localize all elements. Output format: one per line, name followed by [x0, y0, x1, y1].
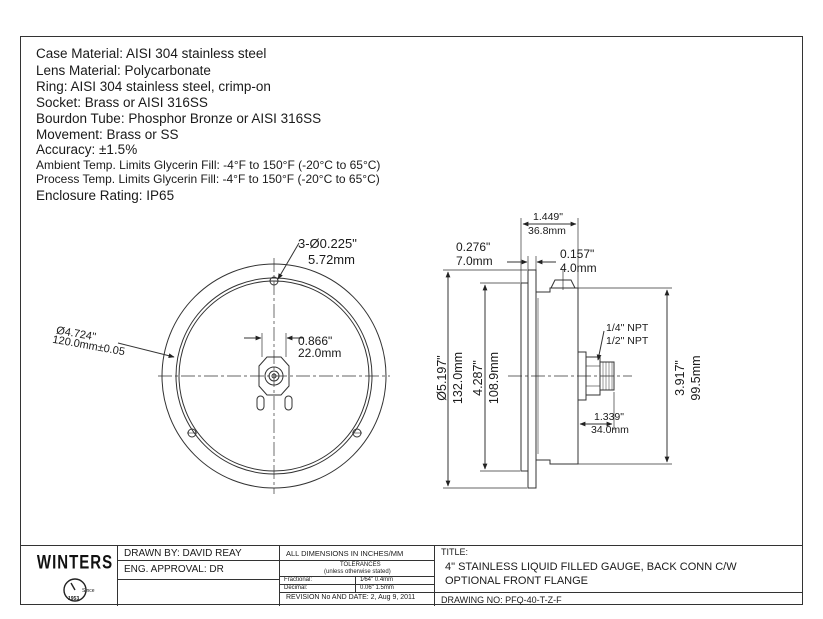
case-diameter-in: 4.287" [471, 360, 485, 396]
title-label: TITLE: [441, 547, 469, 557]
hex-dim-mm: 22.0mm [298, 346, 342, 360]
front-flange [527, 269, 537, 489]
tolerances-heading: TOLERANCES [340, 562, 381, 568]
center-height-in: 3.917" [673, 360, 687, 396]
spec-case-material: Case Material: AISI 304 stainless steel [36, 46, 267, 61]
center-height-mm: 99.5mm [689, 355, 703, 401]
company-logo: WINTERS Since 1953 [30, 551, 120, 604]
hex-connection [258, 356, 290, 396]
revision: REVISION No AND DATE: 2, Aug 9, 2011 [286, 594, 416, 601]
drawn-by: DRAWN BY: DAVID REAY [124, 548, 242, 559]
logo-year: 1953 [68, 596, 80, 602]
lens-thickness-in: 0.157" [560, 247, 595, 261]
mounting-holes [187, 276, 362, 438]
title-line-2: OPTIONAL FRONT FLANGE [445, 575, 589, 587]
gauge-icon [63, 578, 87, 602]
dims-note: ALL DIMENSIONS IN INCHES/MM [286, 549, 404, 558]
title-cell: TITLE: 4" STAINLESS LIQUID FILLED GAUGE,… [434, 546, 803, 606]
side-view [443, 218, 672, 489]
drawing-frame [20, 36, 803, 605]
tolerances-note: (unless otherwise stated) [324, 569, 391, 575]
logo-since: Since [82, 588, 95, 594]
flange-diameter-mm: 132.0mm [451, 351, 465, 405]
npt-size-1: 1/4" NPT [606, 322, 649, 334]
decimal-label: Decimal: [284, 585, 308, 591]
flange-diameter-in: Ø5.197" [435, 355, 449, 401]
spec-process-temp: Process Temp. Limits Glycerin Fill: -4°F… [36, 172, 380, 186]
hex-dim-in: 0.866" [298, 334, 333, 348]
vent-slots [256, 395, 293, 411]
holes-dim-in: 3-Ø0.225" [298, 236, 357, 251]
drawing-number: DRAWING NO: PFQ-40-T-Z-F [441, 595, 562, 605]
holes-dim-mm: 5.72mm [308, 252, 355, 267]
spec-ring: Ring: AISI 304 stainless steel, crimp-on [36, 79, 271, 94]
spec-enclosure-rating: Enclosure Rating: IP65 [36, 188, 175, 203]
spec-socket: Socket: Brass or AISI 316SS [36, 95, 208, 110]
fractional-label: Fractional: [284, 577, 313, 583]
front-view [117, 242, 390, 494]
lens-thickness-mm: 4.0mm [560, 261, 597, 275]
case-diameter-mm: 108.9mm [487, 351, 501, 405]
spec-movement: Movement: Brass or SS [36, 127, 179, 142]
flange-thickness-in: 0.276" [456, 240, 491, 254]
spec-lens-material: Lens Material: Polycarbonate [36, 63, 211, 78]
drawn-by-cell: DRAWN BY: DAVID REAY ENG. APPROVAL: DR [117, 546, 279, 606]
spec-ambient-temp: Ambient Temp. Limits Glycerin Fill: -4°F… [36, 158, 381, 172]
decimal-value: 0.06" 1.5mm [360, 585, 394, 591]
ring-bezel [520, 282, 529, 472]
spec-bourdon-tube: Bourdon Tube: Phosphor Bronze or AISI 31… [36, 111, 322, 126]
conn-length-in: 1.339" [594, 411, 625, 423]
flange-thickness-mm: 7.0mm [456, 254, 493, 268]
depth-dim-in: 1.449" [533, 211, 564, 223]
title-block: WINTERS Since 1953 DRAWN BY: DAVID REAY … [20, 545, 803, 606]
logo-wordmark: WINTERS [36, 551, 114, 574]
fractional-value: 1⁄64" 0.4mm [360, 577, 394, 583]
conn-length-mm: 34.0mm [591, 424, 629, 436]
npt-size-2: 1/2" NPT [606, 335, 649, 347]
eng-approval: ENG. APPROVAL: DR [124, 564, 224, 575]
title-line-1: 4" STAINLESS LIQUID FILLED GAUGE, BACK C… [445, 561, 737, 573]
depth-dim-mm: 36.8mm [528, 225, 566, 237]
spec-accuracy: Accuracy: ±1.5% [36, 142, 138, 157]
